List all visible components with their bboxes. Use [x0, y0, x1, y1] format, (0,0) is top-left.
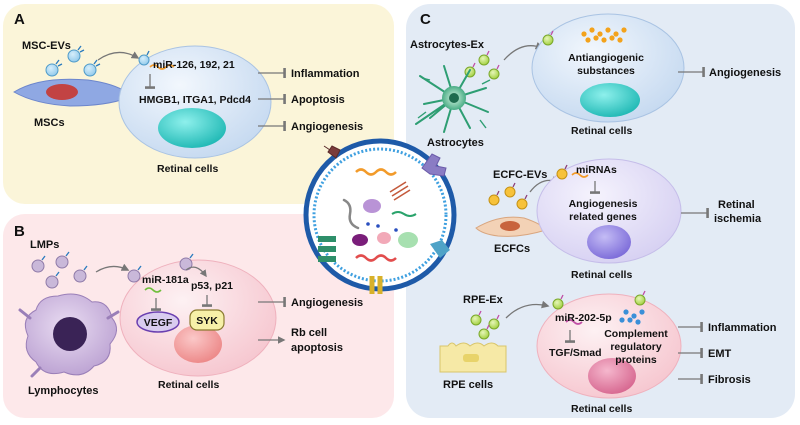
msc-mirna-label: miR-126, 192, 21 [153, 59, 235, 71]
panel-b: B LMPs Lymphocytes miR-1 [3, 214, 394, 418]
retinal-nucleus-b [174, 325, 222, 363]
membrane-protein-left [318, 236, 336, 262]
astrocytes-ex-label: Astrocytes-Ex [410, 39, 485, 51]
ecfc-effect-line1: Retinal [718, 199, 755, 211]
exosome-inner-membrane [312, 147, 448, 283]
cargo-purple-protein [363, 199, 381, 213]
cargo-rna-orange [355, 168, 397, 176]
central-exosome [303, 138, 457, 294]
complement-line1: Complement [604, 328, 668, 340]
retinal-nucleus-c2 [587, 225, 631, 259]
retinal-cells-c3-label: Retinal cells [571, 403, 632, 415]
retinal-nucleus-c3 [588, 358, 636, 394]
mirna-a-icon [149, 64, 175, 70]
ecfcs-label: ECFCs [494, 243, 530, 255]
cargo-pink-protein [377, 232, 391, 244]
cargo-dna [389, 181, 411, 201]
retinal-cell-a [118, 45, 272, 159]
lmp-arrow [95, 263, 130, 273]
membrane-channel-bottom [369, 276, 383, 294]
retinal-cell-c1 [531, 13, 685, 123]
lmp-mirna-label: miR-181a [142, 274, 189, 286]
cargo-dark-protein [352, 234, 368, 246]
msc-cell-label: MSCs [34, 117, 65, 129]
msc-evs [45, 45, 101, 77]
ecfc-evs-label: ECFC-EVs [493, 169, 547, 181]
ecfc-mirna-label: miRNAs [576, 164, 617, 176]
antiangiogenic-line1: Antiangiogenic [568, 52, 644, 64]
retinal-nucleus-a [158, 108, 226, 148]
retinal-cell-c3 [536, 290, 682, 399]
effect-a-1: Inflammation [291, 68, 360, 80]
ecfc-evs [488, 182, 528, 210]
lymphocyte-cell [18, 293, 120, 378]
panel-c: C Astrocytes-Ex Astrocytes [406, 4, 795, 418]
complement-line3: proteins [615, 354, 657, 366]
panel-b-letter: B [14, 223, 25, 240]
rpe-ex-label: RPE-Ex [463, 294, 504, 306]
antiangiogenic-line2: substances [577, 65, 635, 77]
complement-dots [619, 309, 645, 325]
panel-a-letter: A [14, 11, 25, 28]
msc-evs-label: MSC-EVs [22, 40, 71, 52]
membrane-protein-right [430, 240, 450, 258]
effect-b-2-line2: apoptosis [291, 342, 343, 354]
rpe-effect-3: Fibrosis [708, 374, 751, 386]
astrocyte-cell [415, 65, 491, 133]
effect-b-1: Angiogenesis [291, 297, 363, 309]
complement-line2: regulatory [610, 341, 662, 353]
effect-a-2: Apoptosis [291, 94, 345, 106]
astrocytes-label: Astrocytes [427, 137, 484, 149]
cargo-gray-strand [342, 198, 360, 230]
lymphocytes-label: Lymphocytes [28, 385, 99, 397]
retinal-cells-b-label: Retinal cells [158, 379, 219, 391]
membrane-receptor-top-left [323, 145, 341, 159]
rpe-arrow [505, 300, 550, 319]
ecfc-nucleus [500, 221, 520, 231]
panel-c-letter: C [420, 11, 431, 28]
effect-b-2-line1: Rb cell [291, 327, 327, 339]
ecfc-genes-line1: Angiogenesis [569, 198, 638, 210]
mirna-b-icon [144, 287, 162, 293]
cargo-rna-red [355, 254, 397, 262]
membrane-receptor-top-right [421, 153, 447, 177]
retinal-cells-a-label: Retinal cells [157, 163, 218, 175]
retinal-nucleus-c1 [580, 83, 640, 117]
rpe-pathway-label: TGF/Smad [549, 347, 602, 359]
msc-targets-label: HMGB1, ITGA1, Pdcd4 [139, 94, 251, 106]
lmp-protein-label: p53, p21 [191, 280, 233, 292]
lmp-vesicles [31, 251, 88, 289]
vegf-oval [136, 311, 180, 333]
rpe-effect-2: EMT [708, 348, 732, 360]
effect-a-3: Angiogenesis [291, 121, 363, 133]
msc-nucleus [46, 84, 78, 100]
syk-label: SYK [196, 315, 218, 327]
msc-ev-arrow [97, 51, 140, 61]
rpe-mirna-label: miR-202-5p [555, 312, 612, 324]
cargo-green-protein [398, 232, 418, 248]
rpe-effect-1: Inflammation [708, 322, 777, 334]
ecfc-genes-line2: related genes [569, 211, 637, 223]
msc-cell [13, 78, 133, 107]
mirna-c3-icon [565, 319, 583, 325]
lymphocyte-nucleus [53, 317, 87, 351]
rpe-evs [470, 310, 500, 340]
retinal-cells-c1-label: Retinal cells [571, 125, 632, 137]
cargo-green-rna [391, 211, 417, 217]
lmps-label: LMPs [30, 239, 59, 251]
panel-a: A MSC-EVs MSCs miR-126, 192, 21 HMGB [3, 4, 394, 204]
mirna-c2-icon [571, 172, 589, 178]
retinal-cell-c2 [536, 158, 682, 264]
astro-effect: Angiogenesis [709, 67, 781, 79]
rpe-cells-label: RPE cells [443, 379, 493, 391]
ecfc-effect-line2: ischemia [714, 213, 762, 225]
retinal-cells-c2-label: Retinal cells [571, 269, 632, 281]
antiangiogenic-dots [581, 27, 627, 43]
syk-box [189, 309, 225, 331]
vegf-label: VEGF [144, 317, 173, 329]
rpe-cell [439, 342, 507, 373]
